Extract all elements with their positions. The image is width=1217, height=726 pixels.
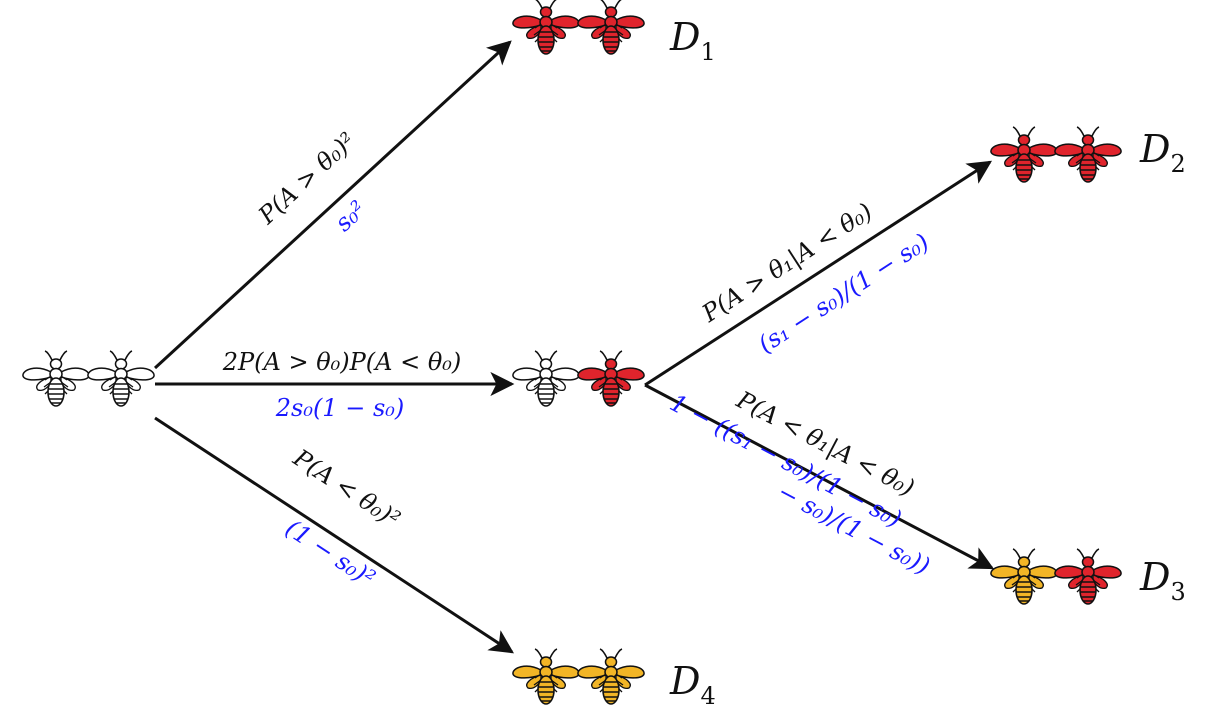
bee-icon-yellow [990, 548, 1058, 605]
bee-icon-red [1054, 126, 1122, 183]
bee-icon-yellow [512, 648, 580, 705]
node-d4: D4 [512, 648, 716, 710]
bee-icon-unassigned [22, 350, 90, 407]
bee-icon-red [1054, 548, 1122, 605]
edge-mid-to-d3 [644, 383, 995, 570]
node-d3: D3 [990, 548, 1186, 606]
edge-mid-d2-probability-label: P(A > θ₁|A < θ₀) [696, 197, 878, 329]
edge-mid-d2-s-label: (s₁ − s₀)/(1 − s₀) [753, 228, 934, 359]
outcome-label-d2: D2 [1139, 127, 1186, 178]
node-d1: D1 [512, 0, 716, 66]
edge-root-to-d1 [153, 40, 512, 370]
bee-icon-unassigned [512, 350, 580, 407]
edge-mid-to-d2 [644, 160, 993, 387]
bee-icon-unassigned [87, 350, 155, 407]
node-mid [512, 350, 645, 407]
bee-icon-red [990, 126, 1058, 183]
edge-root-d4-s-label: (1 − s₀)² [280, 514, 380, 593]
edge-root-to-d4 [154, 416, 515, 654]
bee-icon-red [512, 0, 580, 55]
edge-root-mid-probability-label: 2P(A > θ₀)P(A < θ₀) [222, 348, 462, 376]
outcome-label-d3: D3 [1139, 555, 1186, 606]
bee-icon-yellow [577, 648, 645, 705]
edge-root-mid-s-label: 2s₀(1 − s₀) [275, 394, 405, 422]
node-root [22, 350, 155, 407]
node-d2: D2 [990, 126, 1186, 183]
bee-icon-red [577, 350, 645, 407]
outcome-label-d1: D1 [669, 15, 716, 66]
bee-icon-red [577, 0, 645, 55]
outcome-label-d4: D4 [669, 659, 716, 710]
